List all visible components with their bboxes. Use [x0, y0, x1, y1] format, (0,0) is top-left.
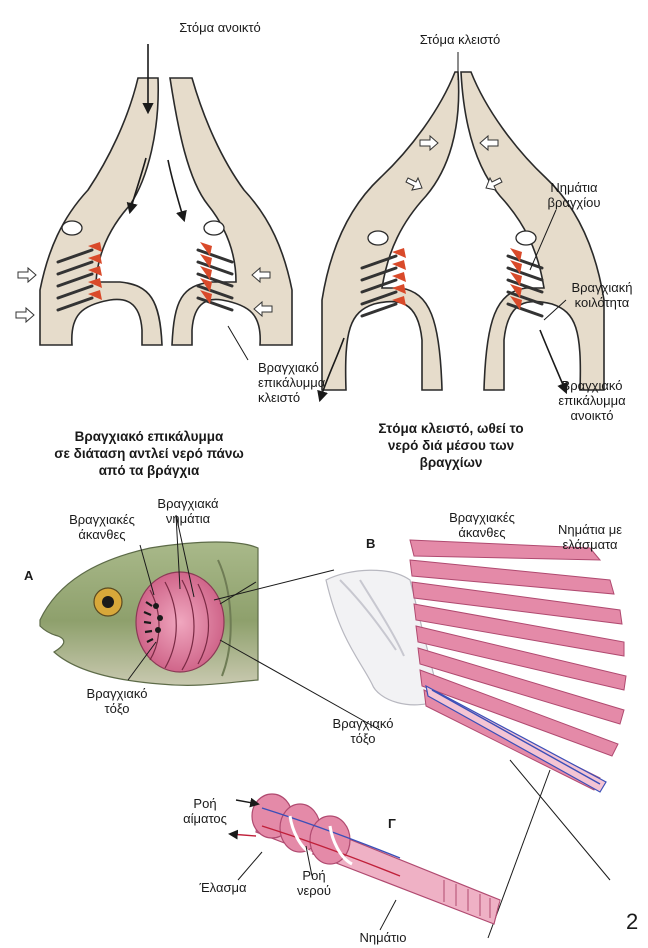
label-gill-filaments-a: Βραγχιακά νημάτια [140, 496, 236, 526]
label-blood-flow: Ροή αίματος [170, 796, 240, 826]
label-filament: Νημάτιο [348, 930, 418, 945]
label-mouth-closed: Στόμα κλειστό [400, 32, 520, 47]
diagram-mouth-open [16, 44, 292, 360]
caption-top-left: Βραγχιακό επικάλυμμα σε διάταση αντλεί ν… [14, 428, 284, 479]
label-gill-cavity: Βραγχιακή κοιλότητα [560, 280, 644, 310]
label-gill-arch-b: Βραγχιακό τόξο [318, 716, 408, 746]
page-number: 2 [626, 914, 638, 929]
label-filaments-lamellae: Νημάτια με ελάσματα [540, 522, 640, 552]
label-gill-rakers-b: Βραγχιακές άκανθες [434, 510, 530, 540]
label-operculum-open: Βραγχιακό επικάλυμμα ανοικτό [546, 378, 638, 423]
label-gill-arch-a: Βραγχιακό τόξο [72, 686, 162, 716]
gill-filaments-fan [410, 540, 626, 792]
panel-letter-b: Β [366, 536, 375, 551]
label-gill-filaments: Νημάτια βραγχίου [534, 180, 614, 210]
label-water-flow: Ροή νερού [284, 868, 344, 898]
filament-detail-illustration [230, 794, 500, 930]
caption-top-right: Στόμα κλειστό, ωθεί το νερό διά μέσου τω… [346, 420, 556, 471]
diagram-mouth-closed [320, 52, 604, 400]
label-operculum-closed: Βραγχιακό επικάλυμμα κλειστό [258, 360, 368, 405]
panel-letter-a: Α [24, 568, 33, 583]
right-head-wall [170, 78, 292, 345]
label-lamella: Έλασμα [188, 880, 258, 895]
panel-letter-c: Γ [388, 816, 396, 831]
label-mouth-open: Στόμα ανοικτό [150, 20, 290, 35]
right-head-wall-closed [461, 72, 604, 390]
label-gill-rakers-a: Βραγχιακές άκανθες [54, 512, 150, 542]
left-head-wall [40, 78, 162, 345]
